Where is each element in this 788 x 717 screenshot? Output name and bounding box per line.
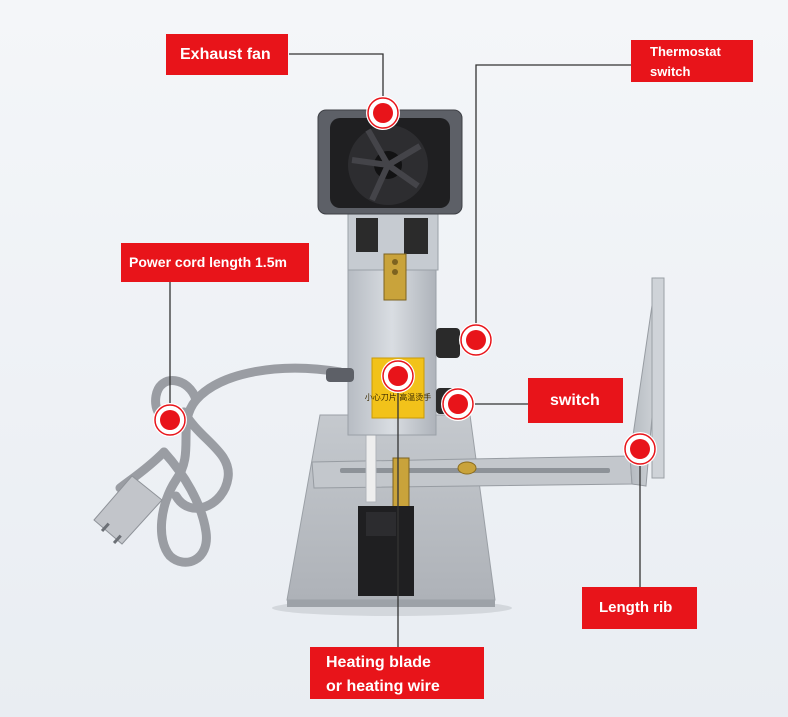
exhaust-fan — [317, 109, 463, 215]
heating-blade-label: Heating blade or heating wire — [310, 647, 484, 699]
marker-thermostat-switch — [459, 323, 493, 357]
marker-exhaust-fan — [366, 96, 400, 130]
marker-heating-blade — [381, 359, 415, 393]
power-cord-label: Power cord length 1.5m — [121, 243, 309, 282]
marker-length-rib — [623, 432, 657, 466]
leader-lines — [169, 53, 641, 648]
marker-switch — [441, 387, 475, 421]
switch-label: switch — [528, 378, 623, 423]
cord-grommet — [326, 368, 354, 382]
power-plug — [93, 475, 163, 545]
thermostat-label-line2: switch — [650, 64, 691, 79]
heating-label-line1: Heating blade — [326, 654, 431, 671]
exhaust-fan-label: Exhaust fan — [166, 34, 288, 75]
thermostat-knob — [436, 328, 460, 358]
heating-label-line2: or heating wire — [326, 678, 440, 695]
thermostat-switch-label: Thermostat switch — [631, 40, 753, 82]
heater-column — [347, 209, 439, 436]
thermostat-label-line1: Thermostat — [650, 44, 721, 59]
marker-power-cord — [153, 403, 187, 437]
length-rib-label: Length rib — [582, 587, 697, 629]
thumb-screw — [457, 461, 477, 475]
heating-blade-assembly — [358, 457, 414, 596]
